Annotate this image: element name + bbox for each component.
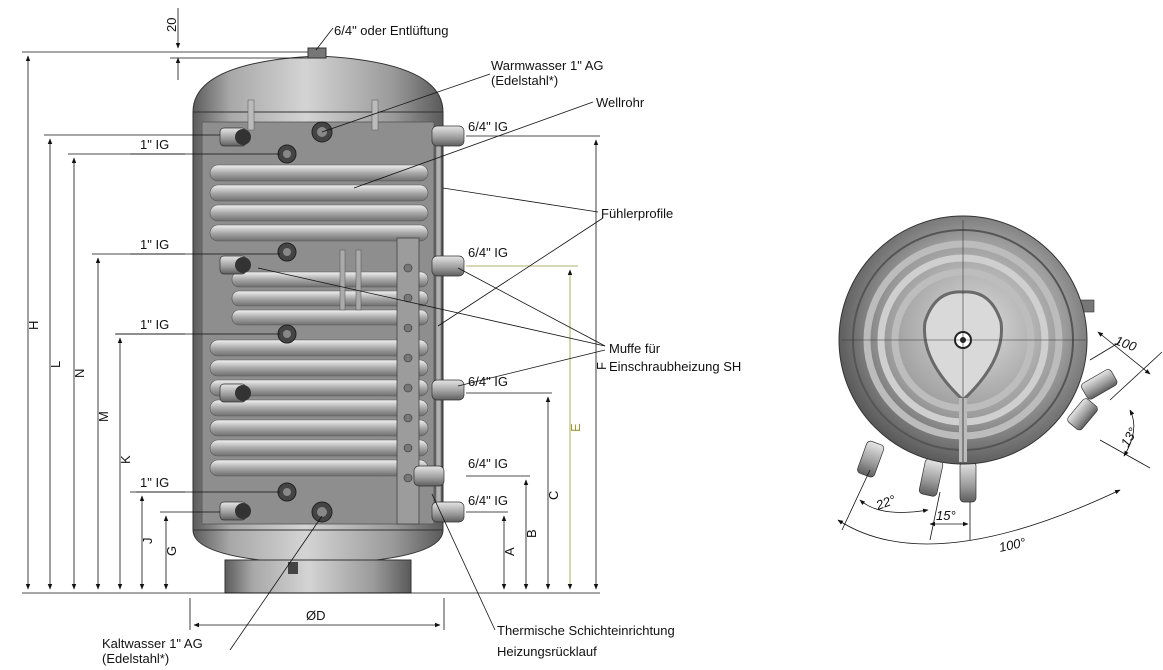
ig-64-label: 6/4" IG [468, 245, 508, 260]
dim-J-label: J [140, 538, 155, 545]
thermische-label-2: Heizungsrücklauf [497, 644, 597, 659]
dim-F-label: F [594, 362, 609, 370]
dim-N-label: N [72, 369, 87, 378]
ig-1-label: 1" IG [140, 137, 169, 152]
ig-64-label: 6/4" IG [468, 119, 508, 134]
dim-G-label: G [164, 546, 179, 556]
dim-20-label: 20 [164, 18, 179, 32]
dim-E-label: E [568, 423, 583, 432]
thermische-label-1: Thermische Schichteinrichtung [497, 623, 675, 638]
warmwasser-label-2: (Edelstahl*) [491, 73, 558, 88]
stratification-device [396, 129, 442, 525]
ig-64-label: 6/4" IG [468, 374, 508, 389]
heat-exchanger-coils [209, 99, 429, 477]
ig-1-label: 1" IG [140, 475, 169, 490]
top-view-100deg-label: 100° [998, 535, 1027, 555]
dim-K-label: K [118, 455, 133, 464]
dim-M-label: M [96, 411, 111, 422]
kaltwasser-label-1: Kaltwasser 1" AG [102, 636, 203, 651]
tank-top-view [838, 215, 1118, 503]
muffe-label-2: Einschraubheizung SH [609, 359, 741, 374]
dim-L-label: L [48, 361, 63, 368]
ig-1-label: 1" IG [140, 237, 169, 252]
top-view-22-label: 22° [873, 492, 898, 513]
wellrohr-label: Wellrohr [596, 95, 645, 110]
leader-lines [115, 27, 606, 651]
left-connections [219, 121, 333, 523]
top-view-13-label: 13° [1118, 425, 1141, 450]
kaltwasser-label-2: (Edelstahl*) [102, 651, 169, 666]
warmwasser-label-1: Warmwasser 1" AG [491, 58, 604, 73]
dim-A-label: A [502, 547, 517, 556]
top-view-dimensions [837, 331, 1163, 545]
dim-H-label: H [26, 321, 41, 330]
ig-64-label: 6/4" IG [468, 456, 508, 471]
dimension-lines-right [466, 135, 600, 590]
ig-1-label: 1" IG [140, 317, 169, 332]
dim-D-label: ØD [306, 608, 326, 623]
top-connection-label: 6/4" oder Entlüftung [334, 23, 448, 38]
muffe-label-1: Muffe für [609, 341, 661, 356]
ig-64-label: 6/4" IG [468, 493, 508, 508]
dim-B-label: B [524, 529, 539, 538]
top-view-100-label: 100 [1113, 333, 1139, 355]
dimension-lines-left [22, 8, 600, 630]
dim-C-label: C [546, 491, 561, 500]
right-connections [413, 125, 465, 523]
top-view-15-label: 15° [936, 508, 956, 523]
fuehlerprofile-label: Fühlerprofile [601, 206, 673, 221]
